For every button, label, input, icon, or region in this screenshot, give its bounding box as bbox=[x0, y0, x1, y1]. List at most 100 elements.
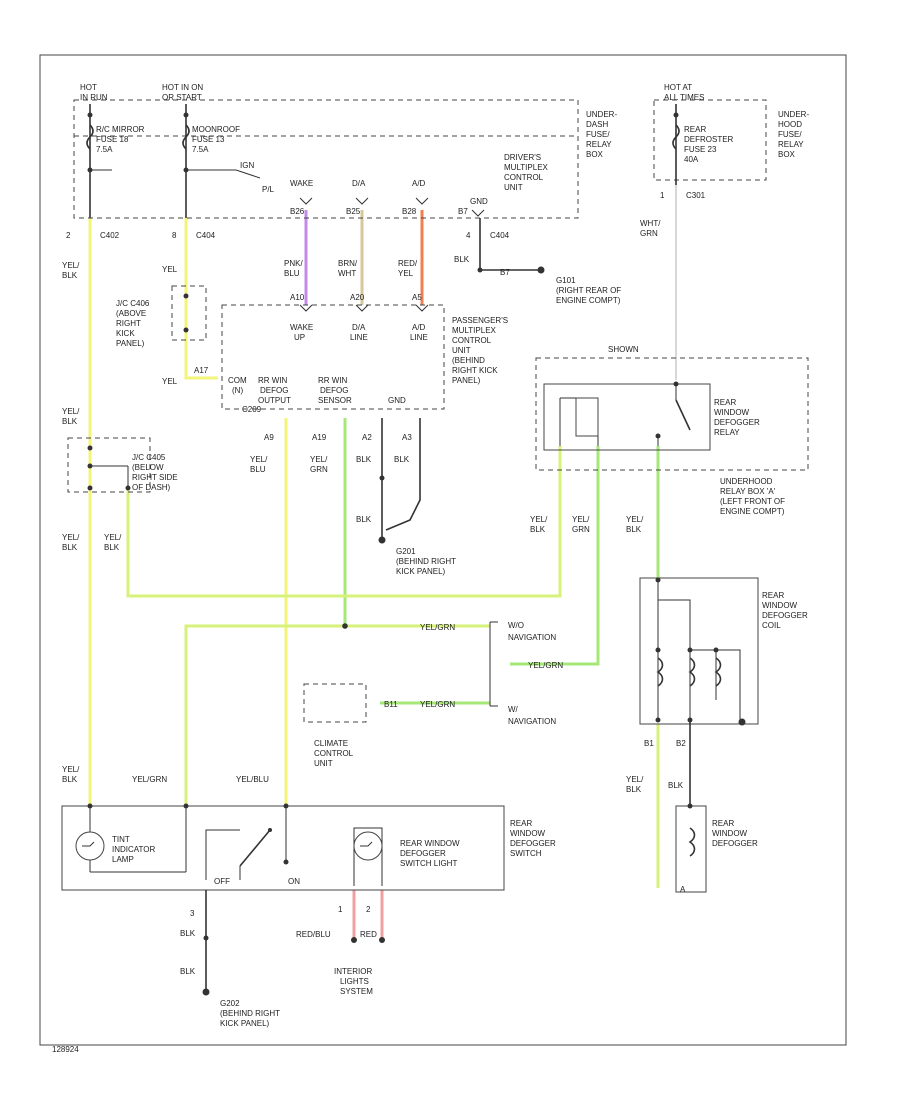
node bbox=[183, 293, 189, 299]
pmcu-label: (BEHIND bbox=[452, 356, 485, 365]
diagram-frame bbox=[39, 54, 847, 1046]
node bbox=[655, 647, 661, 653]
node bbox=[283, 859, 289, 865]
coil-ground bbox=[738, 718, 746, 726]
under-hood-box-label: FUSE/ bbox=[778, 130, 802, 139]
node bbox=[183, 327, 189, 333]
pmcu-output: OUTPUT bbox=[258, 396, 291, 405]
wire-label-red: RED/ bbox=[398, 259, 418, 268]
relay-coil bbox=[575, 397, 599, 437]
under-hood-box-label: UNDER- bbox=[778, 110, 809, 119]
hot-in-on-label-2: OR START bbox=[162, 93, 202, 102]
connector-c209: C209 bbox=[242, 405, 262, 414]
switch-label: WINDOW bbox=[510, 829, 546, 838]
coil-element-2 bbox=[688, 657, 696, 687]
interior-label: SYSTEM bbox=[340, 987, 373, 996]
climate-label: UNIT bbox=[314, 759, 333, 768]
node bbox=[655, 433, 661, 439]
wire-label-red-2: YEL bbox=[398, 269, 414, 278]
hot-in-on-label: HOT IN ON bbox=[162, 83, 203, 92]
relay-label: WINDOW bbox=[714, 408, 750, 417]
wire-label-wht-grn-2: GRN bbox=[640, 229, 658, 238]
dmcu-label: MULTIPLEX bbox=[504, 163, 549, 172]
dmcu-pin-gnd: GND bbox=[470, 197, 488, 206]
climate-label: CONTROL bbox=[314, 749, 354, 758]
dmcu-pin-da: D/A bbox=[352, 179, 366, 188]
pin-2: 2 bbox=[66, 231, 71, 240]
switch-pin-1: 1 bbox=[338, 905, 343, 914]
ground-g201 bbox=[378, 536, 386, 544]
wire-label: YEL/ bbox=[62, 533, 80, 542]
under-dash-box-label: RELAY bbox=[586, 140, 612, 149]
jc-c405-label: (BELOW bbox=[132, 463, 164, 472]
wire-label: YEL/ bbox=[62, 765, 80, 774]
dmcu-pin-num: B26 bbox=[290, 207, 305, 216]
pmcu-pin-a5: A5 bbox=[412, 293, 422, 302]
jc-c405-label: OF DASH) bbox=[132, 483, 171, 492]
node bbox=[87, 485, 93, 491]
wire-label: YEL/ bbox=[572, 515, 590, 524]
wire-label-blk: BLK bbox=[180, 967, 196, 976]
ign-label: IGN bbox=[240, 161, 254, 170]
wire-label-red-blu: RED/BLU bbox=[296, 930, 331, 939]
under-hood-fuse-box bbox=[653, 99, 767, 181]
wire-label: YEL/GRN bbox=[528, 661, 563, 670]
relay-label: REAR bbox=[714, 398, 736, 407]
coil-element-1 bbox=[656, 657, 664, 687]
dmcu-pin-num: B28 bbox=[402, 207, 417, 216]
fuse13-symbol bbox=[182, 124, 190, 150]
pmcu-pin-a3: A3 bbox=[402, 433, 412, 442]
wire-label-pnk: PNK/ bbox=[284, 259, 303, 268]
node bbox=[673, 112, 679, 118]
switch-light-lamp bbox=[353, 831, 383, 861]
switch-light-label: SWITCH LIGHT bbox=[400, 859, 457, 868]
relay-contact-arm bbox=[675, 399, 691, 431]
fuse18-rating: 7.5A bbox=[96, 145, 113, 154]
under-dash-box-label: BOX bbox=[586, 150, 604, 159]
pmcu-label: MULTIPLEX bbox=[452, 326, 497, 335]
pmcu-line-2: LINE bbox=[410, 333, 428, 342]
wire-label: BLK bbox=[62, 775, 78, 784]
coil-winding-path bbox=[657, 580, 741, 720]
pmcu-box bbox=[221, 304, 445, 410]
pmcu-com: COM bbox=[228, 376, 247, 385]
wire-label-yel-blu-2: BLU bbox=[250, 465, 266, 474]
interior-label: LIGHTS bbox=[340, 977, 369, 986]
pmcu-label: CONTROL bbox=[452, 336, 492, 345]
ground-g201-loc: KICK PANEL) bbox=[396, 567, 446, 576]
wire-label-blk: BLK bbox=[394, 455, 410, 464]
pmcu-gnd: GND bbox=[388, 396, 406, 405]
climate-label: CLIMATE bbox=[314, 739, 348, 748]
connector-c404: C404 bbox=[196, 231, 216, 240]
wire-label: BLK bbox=[104, 543, 120, 552]
wire-yel-blk-relay bbox=[126, 446, 562, 598]
switch-light-leads bbox=[353, 827, 383, 886]
wire-label-yel-grn: YEL/ bbox=[310, 455, 328, 464]
pmcu-pin-a10: A10 bbox=[290, 293, 305, 302]
wire-label-yel-blu: YEL/ bbox=[250, 455, 268, 464]
node bbox=[477, 267, 483, 273]
pmcu-label: PANEL) bbox=[452, 376, 481, 385]
under-dash-box-label: DASH bbox=[586, 120, 608, 129]
dmcu-gnd-wire bbox=[479, 218, 540, 271]
hot-in-run-label: HOT bbox=[80, 83, 97, 92]
node bbox=[183, 112, 189, 118]
under-dash-fuse-box bbox=[73, 99, 579, 219]
pmcu-label: PASSENGER'S bbox=[452, 316, 508, 325]
node bbox=[673, 381, 679, 387]
node bbox=[87, 112, 93, 118]
wire-label: BLK bbox=[626, 785, 642, 794]
relay-shown-label: SHOWN bbox=[608, 345, 639, 354]
pmcu-label: UNIT bbox=[452, 346, 471, 355]
relay-box-a bbox=[535, 357, 809, 471]
pmcu-line: LINE bbox=[350, 333, 368, 342]
ground-g101-loc: ENGINE COMPT) bbox=[556, 296, 621, 305]
wire-label: BLK bbox=[62, 271, 78, 280]
wire-label: YEL/ bbox=[62, 407, 80, 416]
lamp-filament bbox=[82, 841, 95, 847]
wire-label: YEL/GRN bbox=[420, 700, 455, 709]
wire-label: BLK bbox=[62, 417, 78, 426]
node bbox=[379, 475, 385, 481]
splice-label: B7 bbox=[500, 268, 510, 277]
